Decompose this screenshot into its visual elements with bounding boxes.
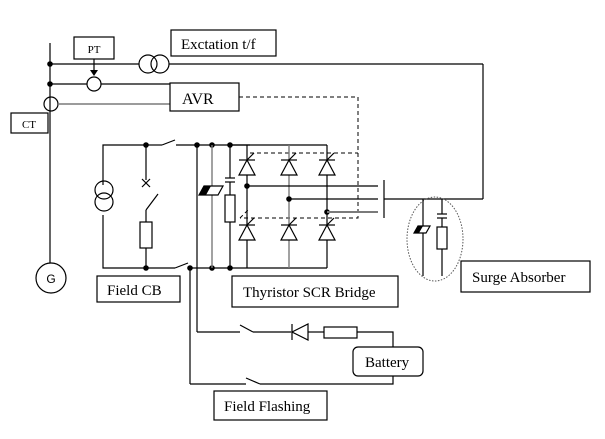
field-flashing-switch[interactable] [245, 377, 261, 385]
thyristor-icon [238, 217, 256, 241]
snubber-resistor [224, 194, 236, 223]
discharge-switch [145, 193, 159, 211]
thyristor-icon [238, 152, 256, 176]
generator-symbol [35, 262, 67, 294]
diode-icon [290, 323, 309, 341]
avr-control-signal-dashed [239, 96, 359, 219]
wire [260, 376, 394, 385]
battery-box [352, 346, 424, 377]
excitation-transformer-symbol [138, 54, 170, 74]
thyristor-bridge-box [231, 275, 399, 308]
pt-symbol [86, 76, 102, 92]
generator-label: G [46, 272, 55, 286]
pt-arrow-icon [90, 70, 98, 76]
thyristor-icon [318, 152, 336, 176]
avr-label: AVR [182, 91, 214, 108]
excitation-tf-box [170, 29, 277, 57]
field-cb-label: Field CB [107, 283, 162, 299]
surge-absorber-label: Surge Absorber [472, 270, 565, 286]
discharge-contact-symbol [141, 178, 151, 188]
thyristor-icon [280, 217, 298, 241]
battery-resistor [323, 326, 358, 339]
surge-resistor [436, 226, 448, 250]
thyristor-bridge-label: Thyristor SCR Bridge [243, 285, 376, 301]
thyristor-icon [318, 217, 336, 241]
surge-varistor-fill [414, 226, 423, 233]
surge-absorber-outline [406, 196, 464, 282]
surge-absorber-box [460, 260, 591, 293]
field-cb-box [96, 275, 181, 303]
field-cb-switch-top[interactable] [161, 139, 176, 146]
thyristor-bridge [238, 145, 336, 268]
ct-box [10, 112, 49, 134]
thyristor-icon [280, 152, 298, 176]
battery-switch[interactable] [239, 324, 254, 333]
discharge-resistor [139, 221, 153, 249]
ct-label: CT [22, 119, 36, 131]
battery-label: Battery [365, 355, 410, 371]
field-flashing-label: Field Flashing [224, 399, 311, 415]
ct-symbol [43, 96, 59, 112]
wire [357, 331, 394, 347]
field-winding-symbol [94, 180, 114, 215]
field-flashing-box [213, 390, 328, 421]
crowbar-fill [199, 186, 211, 195]
excitation-tf-label: Exctation t/f [181, 37, 256, 53]
pt-label: PT [88, 44, 101, 56]
field-cb-switch-bottom[interactable] [174, 262, 189, 269]
